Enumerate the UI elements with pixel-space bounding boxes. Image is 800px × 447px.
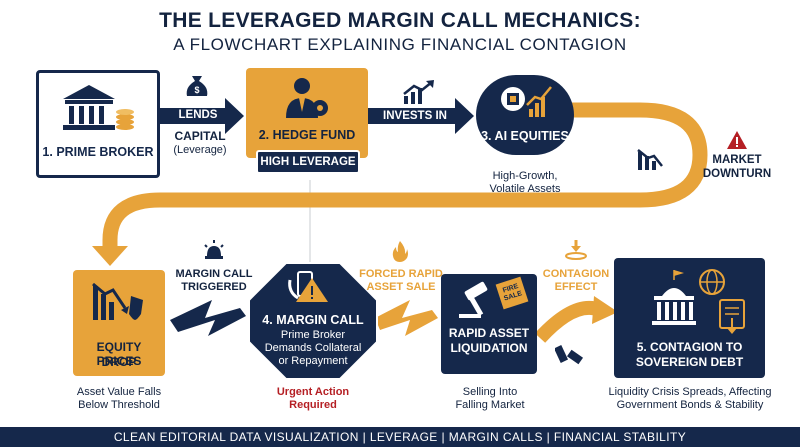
gavel-icon [459,281,488,318]
edge-invests-label: INVESTS IN [383,110,447,122]
fire-sale-text: FIRE SALE [501,282,524,303]
margin-call-desc-2: Demands Collateral [264,342,362,354]
node-ai-equities: 3. AI EQUITIES [476,75,574,155]
warning-icon [727,131,747,149]
edge-forced-line2: ASSET SALE [366,281,436,293]
impact-icon [565,240,587,260]
edge-downturn-line1: MARKET [712,154,762,166]
government-globe-doc-icon [652,269,745,334]
node-hedge-fund: 2. HEDGE FUND [246,68,368,158]
node-contagion-sovereign-debt: 5. CONTAGION TO SOVEREIGN DEBT [614,258,765,378]
ai-chip-chart-icon [501,86,552,117]
crashing-chart-icon [92,282,143,320]
bank-coins-icon [63,85,134,130]
edge-effect-line2: EFFECT [554,281,598,293]
page-title: THE LEVERAGED MARGIN CALL MECHANICS: [159,9,641,32]
page-subtitle: A FLOWCHART EXPLAINING FINANCIAL CONTAGI… [173,35,627,54]
arrow-effect-curve [534,300,603,343]
liquidation-caption-1: Selling Into [462,386,518,398]
liquidation-label-1: RAPID ASSET [448,326,530,340]
liquidation-caption-2: Falling Market [455,399,525,411]
money-bag-icon: $ [186,76,208,96]
margin-call-label: 4. MARGIN CALL [262,313,364,327]
arrow-invests [367,98,474,134]
liquidation-label-2: LIQUIDATION [450,341,528,355]
hedge-fund-badge: HIGH LEVERAGE [256,150,360,174]
margin-call-octagon [248,262,378,380]
manager-gear-icon [286,78,328,118]
edge-triggered-line1: MARGIN CALL [175,268,253,280]
arrow-effect-head [592,296,618,324]
arrow-lends [160,98,244,134]
margin-call-desc-3: or Repayment [278,355,348,367]
margin-call-caption-1: Urgent Action [276,386,350,398]
arrow-triggered-bolt [170,300,246,336]
hedge-fund-badge-label: HIGH LEVERAGE [260,156,356,168]
flame-icon [392,241,408,262]
equity-prices-label-2: DROP [101,355,137,369]
siren-icon [204,240,224,259]
footer-bar: CLEAN EDITORIAL DATA VISUALIZATION | LEV… [0,427,800,447]
equity-prices-label-1: EQUITY PRICES [96,340,142,368]
ai-equities-caption-2: Volatile Assets [489,183,561,195]
edge-forced-line1: FORCED RAPID [359,268,443,280]
edge-downturn-line2: DOWNTURN [702,168,772,180]
footer-text: CLEAN EDITORIAL DATA VISUALIZATION | LEV… [113,430,687,444]
ai-equities-caption-1: High-Growth, [492,170,558,182]
contagion-caption-2: Government Bonds & Stability [616,399,764,411]
equity-prices-caption-1: Asset Value Falls [76,386,162,398]
dominoes-icon [555,345,584,365]
node-prime-broker: 1. PRIME BROKER [36,70,160,178]
trend-up-icon [403,80,434,104]
margin-call-caption-2: Required [289,399,337,411]
svg-text:$: $ [194,85,199,95]
edge-lends-line3: (Leverage) [173,144,227,156]
prime-broker-label: 1. PRIME BROKER [42,145,154,159]
edge-effect-line1: CONTAGION [542,268,610,280]
edge-triggered-line2: TRIGGERED [181,281,247,293]
hedge-fund-label: 2. HEDGE FUND [258,128,356,142]
ai-equities-label: 3. AI EQUITIES [481,129,569,143]
chart-down-icon [637,149,663,170]
edge-lends-line2: CAPITAL [174,129,226,143]
node-equity-prices-drop: EQUITY PRICES DROP [73,270,165,376]
arrow-downturn-head [92,246,128,266]
margin-call-desc-1: Prime Broker [280,329,346,341]
arrow-forced-bolt [375,300,438,336]
edge-lends-line1: LENDS [178,109,218,121]
contagion-label-1: 5. CONTAGION TO [636,340,743,354]
node-rapid-liquidation: FIRE SALE RAPID ASSET LIQUIDATION [441,274,537,374]
contagion-label-2: SOVEREIGN DEBT [635,355,744,369]
arrow-downturn-loop [102,102,708,250]
contagion-caption-1: Liquidity Crisis Spreads, Affecting [608,386,772,398]
equity-prices-caption-2: Below Threshold [78,399,160,411]
